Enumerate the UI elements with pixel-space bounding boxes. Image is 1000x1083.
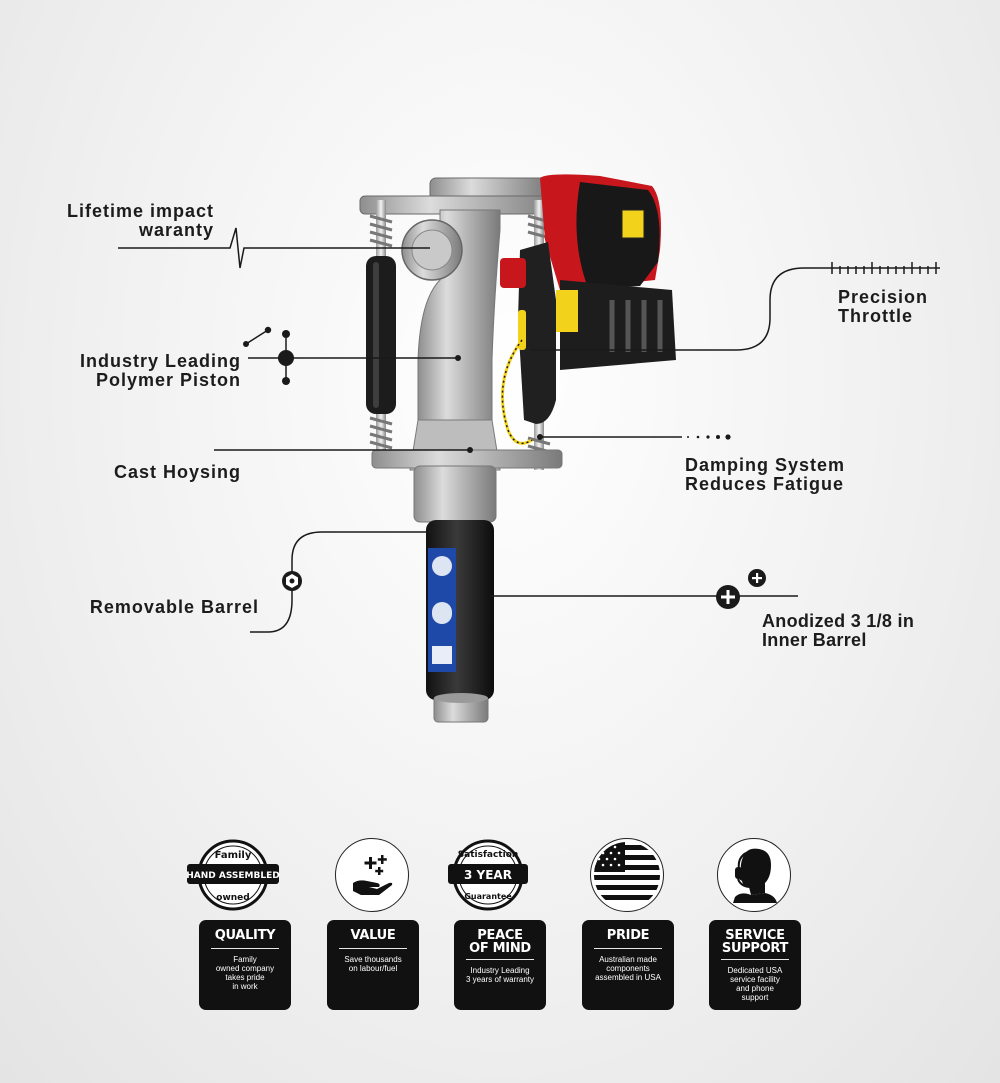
leader-removable-barrel <box>250 531 432 633</box>
desc-line: assembled in USA <box>595 973 661 982</box>
callout-line: Polymer Piston <box>95 370 241 390</box>
card-title: PEACE OF MIND <box>454 929 546 955</box>
callout-line: Lifetime impact <box>66 201 214 221</box>
hand-assembled-seal-icon: HAND ASSEMBLED Family owned <box>186 838 281 912</box>
callout-inner-barrel: Anodized 3 1/8 in Inner Barrel <box>762 612 914 650</box>
callout-line: Inner Barrel <box>762 630 867 650</box>
callout-line: Cast Hoysing <box>113 462 241 482</box>
card-description: Australian made components assembled in … <box>582 955 674 982</box>
desc-line: in work <box>232 982 258 991</box>
callout-polymer-piston: Industry Leading Polymer Piston <box>80 352 241 390</box>
support-agent-icon <box>717 838 791 912</box>
desc-line: takes pride <box>225 973 265 982</box>
usa-flag-icon <box>590 838 664 912</box>
card-title: SERVICE SUPPORT <box>709 929 801 955</box>
throttle-handle <box>500 242 556 445</box>
desc-line: Australian made <box>599 955 657 964</box>
callout-precision-throttle: Precision Throttle <box>838 288 928 326</box>
callout-line: Damping System <box>685 455 846 475</box>
divider <box>339 948 407 949</box>
engine <box>540 174 676 370</box>
title-line: PEACE <box>477 928 523 943</box>
divider <box>594 948 662 949</box>
seal-text: Family <box>215 850 252 861</box>
feature-card: QUALITY Family owned company takes pride… <box>199 920 291 1010</box>
desc-line: Industry Leading <box>470 966 530 975</box>
hex-nut-icon <box>282 571 302 591</box>
desc-line: 3 years of warranty <box>465 975 535 984</box>
seal-text: owned <box>216 893 249 903</box>
callout-line: Anodized 3 1/8 in <box>762 611 915 631</box>
plus-icon <box>716 569 766 609</box>
leader-throttle <box>530 267 940 351</box>
card-description: Save thousands on labour/fuel <box>327 955 419 973</box>
callout-damping-system: Damping System Reduces Fatigue <box>685 456 845 494</box>
divider <box>211 948 279 949</box>
top-handle <box>359 177 561 215</box>
callout-line: Reduces Fatigue <box>685 474 845 494</box>
desc-line: Dedicated USA <box>727 966 783 975</box>
card-description: Industry Leading 3 years of warranty <box>454 966 546 984</box>
barrel <box>426 520 494 723</box>
product-illustration <box>118 174 940 723</box>
desc-line: and phone <box>736 984 774 993</box>
callout-cast-housing: Cast Hoysing <box>114 463 241 482</box>
card-title: PRIDE <box>606 928 650 943</box>
molecule-icon <box>243 326 461 385</box>
desc-line: components <box>606 964 650 973</box>
callout-line: Throttle <box>838 306 913 326</box>
seal-text: Guarantee <box>464 892 512 901</box>
feature-card: PRIDE Australian made components assembl… <box>582 920 674 1010</box>
callout-line: Industry Leading <box>79 351 241 371</box>
desc-line: service facility <box>730 975 780 984</box>
ruler-icon <box>831 262 937 274</box>
callout-lifetime-warranty: Lifetime impact waranty <box>67 202 214 240</box>
desc-line: owned company <box>215 964 275 973</box>
desc-line: Save thousands <box>344 955 402 964</box>
feature-card: VALUE Save thousands on labour/fuel <box>327 920 419 1010</box>
dots-icon <box>687 434 731 440</box>
card-description: Dedicated USA service facility and phone… <box>709 966 801 1002</box>
callout-line: Precision <box>838 287 929 307</box>
card-title: QUALITY <box>214 928 276 943</box>
seal-text: HAND ASSEMBLED <box>186 871 279 881</box>
leader-lifetime <box>118 227 430 269</box>
cast-housing <box>371 209 563 523</box>
satisfaction-seal-icon: 3 YEAR Satisfaction Guarantee <box>448 838 536 912</box>
divider <box>721 959 789 960</box>
title-line: OF MIND <box>469 941 531 956</box>
card-description: Family owned company takes pride in work <box>199 955 291 991</box>
title-line: SUPPORT <box>721 941 789 956</box>
callout-line: Removable Barrel <box>89 597 259 617</box>
feature-card: PEACE OF MIND Industry Leading 3 years o… <box>454 920 546 1010</box>
desc-line: on labour/fuel <box>348 964 398 973</box>
title-line: SERVICE <box>725 928 785 943</box>
seal-text: 3 YEAR <box>464 868 512 882</box>
desc-line: Family <box>233 955 257 964</box>
left-guide-rod <box>366 200 396 460</box>
hand-sparkle-icon <box>335 838 409 912</box>
feature-card: SERVICE SUPPORT Dedicated USA service fa… <box>709 920 801 1010</box>
callout-line: waranty <box>138 220 214 240</box>
card-title: VALUE <box>350 928 396 943</box>
callout-removable-barrel: Removable Barrel <box>90 598 259 617</box>
seal-text: Satisfaction <box>458 850 519 860</box>
desc-line: support <box>741 993 769 1002</box>
divider <box>466 959 534 960</box>
